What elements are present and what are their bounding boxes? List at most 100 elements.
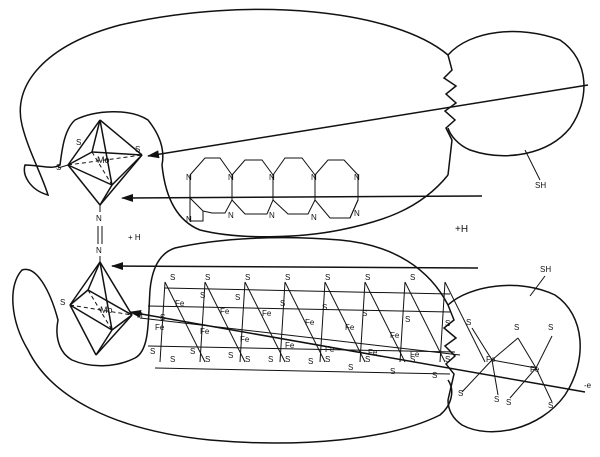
lattice-s-atom: S — [245, 355, 250, 364]
lattice-s-atom: S — [245, 273, 250, 282]
lattice-grid-line — [279, 281, 286, 363]
lattice-s-atom: S — [445, 355, 450, 364]
lattice-s-atom: S — [170, 273, 175, 282]
arrow-upper-middle — [121, 193, 483, 202]
lattice-s-atom: S — [410, 355, 415, 364]
lattice-s-atom: S — [285, 273, 290, 282]
lattice-grid-line — [199, 281, 206, 363]
lattice-fe-atom: Fe — [305, 318, 315, 327]
macrocycle-n-atom: N — [228, 211, 234, 220]
lattice-s-atom: S — [235, 293, 240, 302]
lattice-diagonal — [364, 281, 406, 363]
macrocycle-n-atom: N — [186, 173, 192, 182]
lattice-s-atom: S — [205, 273, 210, 282]
lattice-s-atom: S — [150, 347, 155, 356]
sh-upper: SH — [535, 181, 546, 190]
lattice-fe-atom: Fe — [262, 309, 272, 318]
lattice-s-atom: S — [365, 273, 370, 282]
lattice-s-atom: S — [325, 355, 330, 364]
lattice-diagonal — [284, 281, 326, 363]
lattice-diagonal — [244, 281, 286, 363]
lattice-grid-line — [154, 367, 451, 375]
lattice-fe-atom: Fe — [368, 348, 378, 357]
lattice-diagonal — [404, 281, 446, 363]
macrocycle-n-atom: N — [228, 173, 234, 182]
lattice-grid-line — [399, 281, 406, 363]
plus-h-right: +H — [455, 224, 468, 235]
lattice-grid-line — [359, 281, 366, 363]
lattice-grid-line — [147, 345, 456, 353]
lattice-s-atom: S — [228, 351, 233, 360]
arrow-top — [147, 84, 589, 159]
lattice-s-atom: S — [285, 355, 290, 364]
lattice-grid-line — [164, 287, 451, 295]
lattice-s-atom: S — [365, 355, 370, 364]
lattice-fe-atom: Fe — [240, 335, 250, 344]
cluster-s-atom: S — [548, 323, 553, 332]
macrocycle-n-atom: N — [269, 173, 275, 182]
lattice-grid-line — [239, 281, 246, 363]
macrocycle-n-atom: N — [269, 211, 275, 220]
macrocycle-ring — [189, 157, 359, 222]
lattice-fe-atom: Fe — [410, 350, 420, 359]
plus-h-left: + H — [128, 233, 141, 242]
lattice-s-atom: S — [190, 347, 195, 356]
lattice-s-atom: S — [390, 367, 395, 376]
lattice-fe-atom: Fe — [390, 331, 400, 340]
lattice-fe-atom: Fe — [220, 307, 230, 316]
arrow-lower-middle — [111, 262, 479, 271]
s-upper-left: S — [56, 163, 61, 172]
lattice-s-atom: S — [268, 355, 273, 364]
lattice-diagonal — [324, 281, 366, 363]
lattice-s-atom: S — [405, 315, 410, 324]
macrocycle-n-atom: N — [354, 209, 360, 218]
lattice-fe-atom: Fe — [175, 299, 185, 308]
sh-upper-bond — [524, 149, 541, 181]
lattice-fe-atom: Fe — [155, 323, 165, 332]
lattice-s-atom: S — [280, 299, 285, 308]
lattice-s-atom: S — [170, 355, 175, 364]
lattice-s-atom: S — [205, 355, 210, 364]
n-lower-atom: N — [96, 246, 102, 255]
lattice-s-atom: S — [362, 309, 367, 318]
upper-protein-lobe — [447, 30, 585, 157]
n-upper-atom: N — [96, 214, 102, 223]
cluster-s-atom: S — [458, 389, 463, 398]
sh-lower: SH — [540, 265, 551, 274]
upper-mo-cluster: Mo S S S — [56, 119, 143, 206]
lattice-fe-atom: Fe — [200, 327, 210, 336]
cluster-s-atom: S — [506, 398, 511, 407]
s-lower-left: S — [60, 298, 65, 307]
s-upper-right: S — [135, 145, 140, 154]
lattice-s-atom: S — [322, 303, 327, 312]
macrocycle-n-atom: N — [311, 173, 317, 182]
lattice-s-atom: S — [308, 357, 313, 366]
lattice-diagonal — [204, 281, 246, 363]
lattice-s-atom: S — [200, 291, 205, 300]
fe-s-cluster — [461, 327, 553, 403]
lattice-grid-line — [439, 281, 446, 363]
lattice-fe-atom: Fe — [285, 341, 295, 350]
lattice-grid-line — [319, 281, 326, 363]
lattice-s-atom: S — [348, 363, 353, 372]
lattice-s-atom: S — [325, 273, 330, 282]
dinitrogen-bridge: N N + H — [96, 205, 141, 262]
s-upper-left-top: S — [76, 138, 81, 147]
lattice-diagonal — [444, 281, 486, 363]
lattice-s-atom: S — [445, 319, 450, 328]
macrocycle-n-atom: N — [354, 173, 360, 182]
lower-zigzag — [442, 304, 458, 401]
sh-lower-bond — [529, 275, 546, 297]
lattice-s-atom: S — [432, 371, 437, 380]
mo-upper-label: Mo — [97, 155, 110, 165]
cluster-fe-atom: Fe — [486, 355, 496, 364]
macrocycle-n-atom: N — [186, 215, 192, 224]
lower-protein-outline — [12, 236, 453, 444]
upper-protein-outline — [19, 8, 449, 238]
lattice-grid-line — [159, 281, 166, 363]
lattice-fe-atom: Fe — [345, 323, 355, 332]
mo-lower-label: Mo — [100, 305, 113, 315]
upper-zigzag — [442, 54, 458, 176]
lattice-s-atom: S — [410, 273, 415, 282]
